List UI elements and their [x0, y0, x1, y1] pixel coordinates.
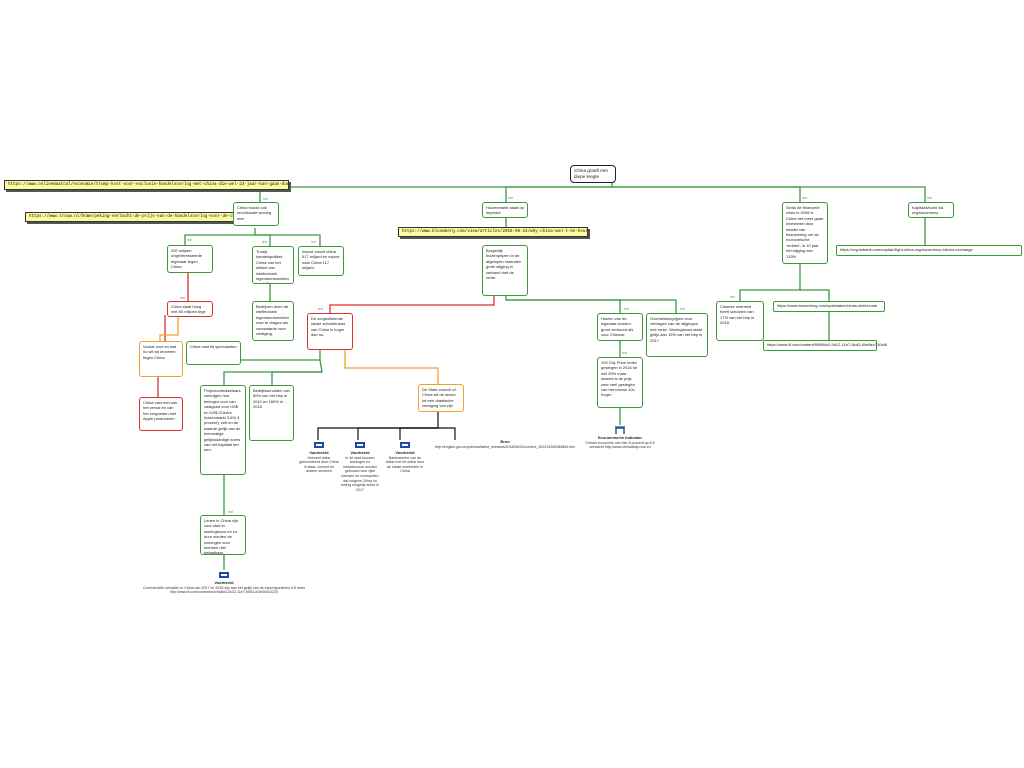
card-description: http://english.gov.cn/policies/latest_re…: [434, 444, 576, 449]
connector-tag: text: [927, 196, 933, 200]
connector-line: [506, 299, 677, 314]
node-200-miljoen[interactable]: 200 miljoen ongeïntresseerde eigenaar te…: [167, 245, 213, 273]
connector-tag: text: [318, 307, 324, 311]
topic-onvoltooide-woningen[interactable]: China bouwt ook onvoltooide woning met: [233, 202, 279, 226]
node-huizen-verhuurd[interactable]: Huizen van de eigenaar worden groot verh…: [597, 313, 643, 341]
connector-tag: text: [802, 196, 808, 200]
url-note-trouw[interactable]: https://www.trouw.nl/home/peking-verzuch…: [25, 212, 243, 222]
node-50-miljoen-lege-appartementen[interactable]: China staat hoog met 50 miljoen lege app…: [167, 301, 213, 317]
example-card[interactable]: Voorbeeld Bankcarrière van de dollar met…: [385, 440, 425, 474]
connector-line-dark: [357, 427, 438, 440]
connector-tag: text: [263, 197, 269, 201]
node-overheid-schulden[interactable]: Chinese overheid heeft schulden van 17% …: [716, 301, 764, 341]
card-description: Commerciële schulden in China van 2017 e…: [142, 585, 306, 595]
node-burgerlijk-huizenprijzen[interactable]: Burgerlijk huizenprijzen in de afgelopen…: [482, 245, 528, 296]
card-title: Economische indicator: [597, 435, 642, 440]
source-card[interactable]: Bron http://english.gov.cn/policies/late…: [430, 439, 580, 449]
node-city-price-index[interactable]: 100 City Price Index gestegen in 2016 to…: [597, 357, 643, 408]
node-import-export[interactable]: Import vanuit china 517 miljard en expor…: [298, 246, 344, 276]
card-title: Voorbeeld: [395, 450, 415, 455]
node-bedrijven-eigendomsrechten[interactable]: Bedrijven doen de intellectuele eigendom…: [252, 301, 294, 341]
example-card[interactable]: Voorbeeld Commerciële schulden in China …: [134, 570, 314, 595]
node-bedrijfsschulden[interactable]: Bedrijfsschulden van 80% van het bbp in …: [249, 385, 294, 441]
node-vooral-voor[interactable]: Vooral voor en wat nu wil wij invoeren t…: [139, 341, 183, 377]
node-projectontwikkelaars[interactable]: Projectontwikkelaars verkrijgen hun leni…: [200, 385, 246, 475]
connector-line: [505, 296, 621, 314]
connector-line-red: [329, 296, 495, 314]
node-trump-handelspolitiek[interactable]: Trump handelspolitiek China van het stel…: [252, 246, 294, 284]
connector-line: [612, 186, 801, 203]
card-description: China's economie van hier 8 procent op 6…: [585, 440, 655, 450]
example-card[interactable]: Voorbeeld In de stad bouwen woningen en …: [340, 440, 380, 492]
card-description: Bankcarrière van de dollar met de dollar…: [385, 455, 425, 474]
connector-line-dark: [399, 427, 438, 440]
connector-tag: text: [180, 296, 186, 300]
connector-line-orange: [344, 350, 439, 385]
node-lokale-schuldenlast[interactable]: De zorgwekkende lokale schuldenlast van …: [307, 313, 353, 350]
connector-tag: text: [187, 238, 193, 242]
connector-tag: text: [730, 295, 736, 299]
node-state-council[interactable]: De State council of China wil de sector …: [418, 384, 464, 412]
connector-line: [800, 289, 830, 301]
connector-line: [259, 182, 613, 205]
indicator-card[interactable]: Economische indicator China's economie v…: [580, 425, 660, 450]
connector-tag: text: [624, 307, 630, 311]
connector-line: [255, 234, 321, 247]
example-card[interactable]: Voorbeeld Hoeveel dollar geïnvesteerd do…: [298, 440, 340, 474]
card-title: Voorbeeld: [214, 580, 234, 585]
connector-line: [271, 371, 322, 386]
connector-tag: text: [228, 510, 234, 514]
card-title: Voorbeeld: [350, 450, 370, 455]
topic-kapitaalvlucht-crypto[interactable]: Kapitaalvlucht via cryptocurrency: [908, 202, 954, 218]
example-icon: [355, 442, 365, 448]
indicator-icon: [615, 426, 625, 434]
node-lenen-in-china[interactable]: Lenen in China zijn voor stad in woningb…: [200, 515, 246, 555]
connector-tag: text: [262, 240, 268, 244]
connector-tag: text: [508, 196, 514, 200]
connector-line: [612, 186, 926, 203]
connector-tag: text: [311, 240, 317, 244]
connector-line: [184, 228, 256, 245]
topic-financiele-crisis[interactable]: Sinds de financiele crisis in 2008 is Ch…: [782, 202, 828, 264]
example-icon: [314, 442, 324, 448]
connector-line-dark: [438, 427, 456, 440]
url-note-bloomberg-housing[interactable]: https://www.bloomberg.com/view/articles/…: [398, 227, 588, 237]
connector-line: [505, 186, 612, 203]
connector-line: [739, 264, 801, 301]
link-cryptobank[interactable]: https://cryptobank.com/capital-flight-ch…: [836, 245, 1022, 256]
url-note-onlineeconomie[interactable]: https://www.onlinemaatcal/economie/trump…: [4, 180, 289, 190]
card-description: In de stad bouwen woningen en infrastruc…: [341, 455, 379, 492]
node-overheidsingrijpen[interactable]: Overheidsingrijpen voor vertragen van de…: [646, 313, 708, 357]
link-ft-content[interactable]: https://www.ft.com/content/9f98f4c0-9d12…: [763, 340, 887, 351]
example-icon: [219, 572, 229, 578]
card-title: Voorbeeld: [309, 450, 329, 455]
link-bloomberg-debt-bomb[interactable]: https://www.bloomberg.com/quicktake/chin…: [773, 301, 885, 312]
topic-huizenmarkt-implosie[interactable]: Huizenmarkt staat op implosie: [482, 202, 528, 218]
connector-tag: text: [680, 307, 686, 311]
node-china-vergoeden-apple[interactable]: China vast met ook het verval en van het…: [139, 397, 183, 431]
card-title: Bron: [500, 439, 510, 444]
connector-tag: text: [622, 351, 628, 355]
root-topic[interactable]: China graaft een diepe leegte: [570, 165, 616, 183]
node-china-speculanten[interactable]: China vast bij speculanten: [186, 341, 241, 365]
connector-line-dark: [317, 412, 439, 440]
connector-line-orange: [159, 315, 179, 342]
card-description: Hoeveel dollar geïnvesteerd door China i…: [299, 455, 339, 474]
example-icon: [400, 442, 410, 448]
